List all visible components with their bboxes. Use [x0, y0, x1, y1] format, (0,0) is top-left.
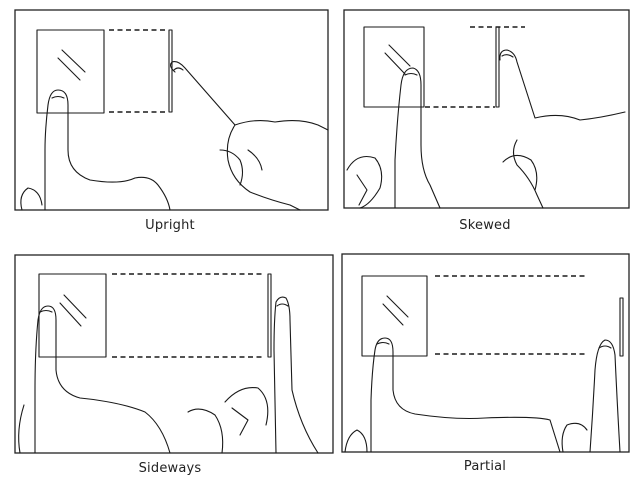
pointing-finger-icon — [371, 338, 560, 452]
thumb-outline — [345, 430, 367, 452]
glare-mark — [58, 58, 80, 80]
caption-partial: Partial — [435, 459, 535, 474]
fingernail — [277, 304, 288, 306]
caption-skewed: Skewed — [435, 218, 535, 233]
partial-illustration — [335, 240, 635, 481]
fingernail — [405, 74, 417, 76]
pointing-finger-icon — [590, 340, 620, 452]
panel-frame — [15, 255, 333, 453]
pointing-finger-icon — [395, 68, 440, 208]
window-icon — [37, 30, 104, 113]
glare-mark — [64, 295, 86, 318]
fingernail — [599, 346, 611, 348]
pointing-finger-icon — [45, 90, 170, 210]
panel-skewed: Skewed — [335, 0, 635, 240]
sideways-illustration — [0, 240, 335, 481]
pointing-finger-icon — [35, 306, 170, 453]
knuckle-line — [357, 175, 367, 205]
caption-sideways: Sideways — [120, 461, 220, 476]
glare-mark — [387, 296, 408, 317]
window-icon — [364, 27, 424, 107]
pointing-finger-icon — [171, 62, 328, 130]
thumb-outline — [188, 409, 223, 453]
thumb-outline — [19, 405, 24, 453]
glare-mark — [383, 304, 403, 325]
skewed-illustration — [335, 0, 635, 240]
thumb-outline — [347, 157, 382, 209]
panel-sideways: Sideways — [0, 240, 335, 481]
knuckle-line — [232, 408, 248, 435]
pointing-finger-icon — [274, 297, 318, 453]
window-icon — [39, 274, 106, 357]
device-edge-icon — [496, 27, 499, 107]
panel-partial: Partial — [335, 240, 635, 481]
panel-upright: Upright — [0, 0, 335, 240]
caption-upright: Upright — [120, 218, 220, 233]
glare-mark — [62, 50, 85, 72]
thumb-outline — [220, 150, 243, 185]
hand-outline — [227, 125, 300, 210]
panel-frame — [342, 254, 629, 452]
fingernail — [502, 55, 513, 57]
fingernail — [40, 311, 52, 313]
device-edge-icon — [268, 274, 271, 357]
glare-mark — [60, 303, 81, 326]
pointing-finger-icon — [500, 50, 625, 120]
device-edge-icon — [169, 30, 172, 112]
glare-mark — [389, 45, 410, 66]
thumb-outline — [562, 423, 587, 452]
upright-illustration — [0, 0, 335, 240]
panel-frame — [344, 10, 629, 208]
fingernail — [174, 68, 183, 70]
hand-outline — [514, 140, 544, 208]
thumb-outline — [21, 188, 42, 210]
fingernail — [52, 97, 64, 99]
glare-mark — [385, 53, 405, 74]
fingernail — [377, 343, 389, 345]
device-edge-icon — [620, 298, 623, 356]
knuckle-line — [248, 150, 262, 170]
